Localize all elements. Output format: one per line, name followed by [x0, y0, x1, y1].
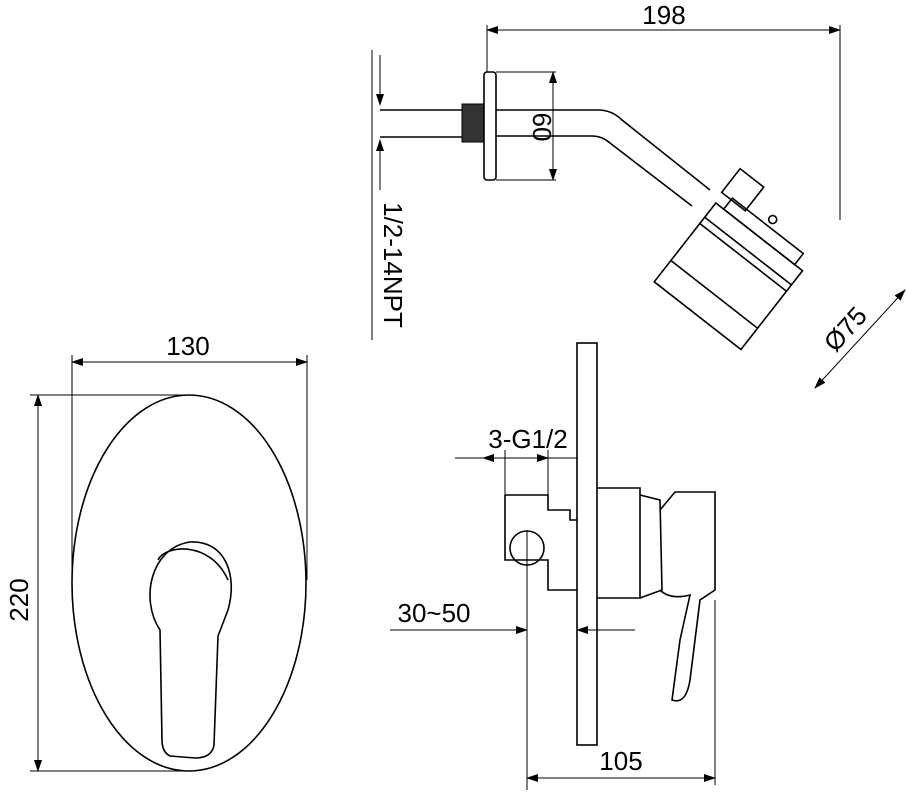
thread-section — [461, 103, 485, 143]
lever-handle — [149, 541, 232, 759]
dim-diameter-label: Ø75 — [818, 301, 873, 358]
wall-flange — [483, 71, 497, 181]
trim-plate — [71, 394, 307, 772]
valve-side-view: 3-G1/2 30~50 105 — [390, 342, 716, 790]
dim-depth-label: 30~50 — [397, 598, 470, 628]
dim-105-label: 105 — [599, 746, 642, 776]
dim-130-label: 130 — [166, 331, 209, 361]
thread-label: 1/2-14NPT — [378, 202, 408, 328]
shower-arm-view: 198 1/2-14NPT 60 Ø75 — [371, 0, 906, 389]
dim-220-label: 220 — [4, 578, 34, 621]
dim-inlets-label: 3-G1/2 — [488, 424, 568, 454]
valve-body — [504, 494, 577, 591]
shower-head — [653, 167, 805, 351]
valve-lever — [659, 491, 716, 702]
plate-front-view: 130 220 — [4, 331, 308, 772]
arm-pipe — [496, 109, 711, 207]
dim-198-label: 198 — [642, 0, 685, 30]
wall-plate — [576, 342, 598, 746]
dim-60-label: 60 — [527, 113, 557, 142]
